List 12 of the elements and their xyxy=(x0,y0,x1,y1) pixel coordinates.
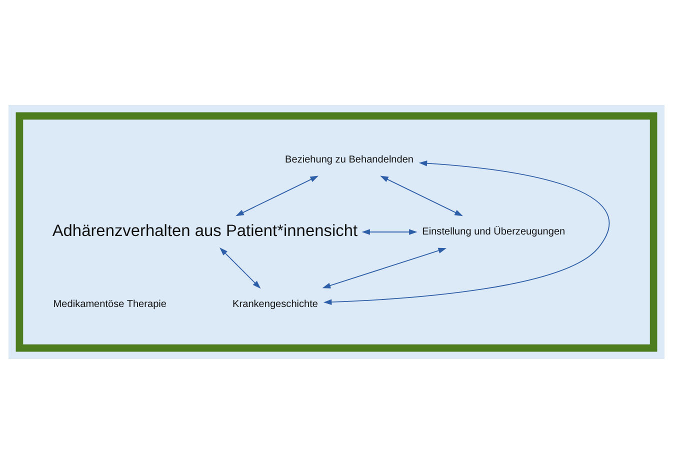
node-text: Adhärenzverhalten aus Patient*innensicht xyxy=(52,222,358,240)
arrow xyxy=(236,175,318,216)
arrow xyxy=(323,160,610,304)
arrow xyxy=(362,228,418,234)
node-text: Einstellung und Überzeugungen xyxy=(422,226,566,238)
arrow xyxy=(322,247,446,288)
cluster xyxy=(16,112,658,352)
node-text: Beziehung zu Behandelnden xyxy=(285,154,414,165)
arrow xyxy=(380,175,463,216)
node-text: Krankengeschichte xyxy=(232,298,318,310)
arrow xyxy=(220,247,261,288)
node-text: Medikamentöse Therapie xyxy=(53,298,167,310)
